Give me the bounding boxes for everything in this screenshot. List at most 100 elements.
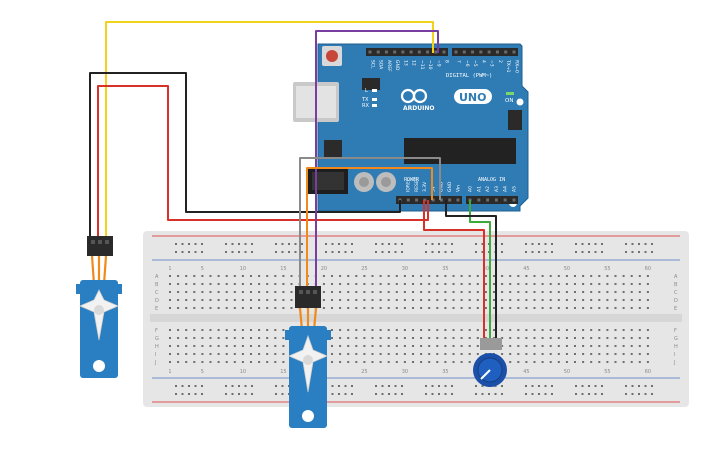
breadboard-hole <box>169 329 171 331</box>
breadboard-hole <box>339 283 342 285</box>
breadboard-hole <box>646 361 649 363</box>
breadboard-hole <box>250 337 252 339</box>
breadboard-hole <box>331 307 333 309</box>
connector-pin <box>91 240 95 244</box>
atmega-chip <box>404 138 516 164</box>
breadboard-hole <box>582 275 585 277</box>
header-pin <box>494 198 498 202</box>
breadboard-hole <box>509 275 512 277</box>
breadboard-hole <box>185 329 188 331</box>
breadboard-hole <box>331 361 333 363</box>
breadboard-hole <box>452 361 455 363</box>
rail-hole <box>651 251 653 253</box>
header-pin <box>442 50 446 54</box>
breadboard-hole <box>339 329 342 331</box>
rail-hole <box>501 251 503 253</box>
breadboard-hole <box>476 291 479 293</box>
breadboard-hole <box>533 291 536 293</box>
connector-pin <box>306 290 310 294</box>
breadboard-hole <box>590 329 593 331</box>
breadboard-row-letter: G <box>155 336 159 342</box>
breadboard-hole <box>476 275 479 277</box>
rail-hole <box>301 243 303 245</box>
breadboard-hole <box>274 299 277 301</box>
breadboard-hole <box>225 345 228 347</box>
breadboard-hole <box>501 307 504 309</box>
rail-hole <box>531 385 534 387</box>
rail-hole <box>451 385 453 387</box>
breadboard-hole <box>517 353 520 355</box>
breadboard-hole <box>395 283 398 285</box>
breadboard-hole <box>606 329 609 331</box>
breadboard-hole <box>274 291 277 293</box>
breadboard-hole <box>444 275 447 277</box>
breadboard-hole <box>517 337 520 339</box>
breadboard-hole <box>403 329 406 331</box>
rail-hole <box>275 243 277 245</box>
breadboard-hole <box>250 307 252 309</box>
digital-pin-label: 13 <box>402 60 408 66</box>
breadboard-hole <box>355 275 358 277</box>
rail-hole <box>481 251 484 253</box>
power-pin-label: GND <box>439 181 445 192</box>
rail-hole <box>344 251 347 253</box>
power-jack-inner <box>312 172 344 190</box>
breadboard-hole <box>241 299 244 301</box>
breadboard-hole <box>233 299 236 301</box>
breadboard-hole <box>638 345 641 347</box>
rail-hole <box>394 251 397 253</box>
rail-hole <box>181 385 184 387</box>
breadboard-hole <box>525 337 528 339</box>
breadboard-hole <box>250 345 252 347</box>
servo-left-leads <box>90 255 108 285</box>
breadboard-hole <box>282 307 285 309</box>
breadboard-hole <box>557 345 560 347</box>
rail-hole <box>388 251 390 253</box>
breadboard-hole <box>574 353 576 355</box>
breadboard-hole <box>331 275 333 277</box>
rail-hole <box>181 393 184 395</box>
breadboard-hole <box>614 291 617 293</box>
breadboard-hole <box>517 345 520 347</box>
logo-infinity-right <box>412 88 428 104</box>
rail-hole <box>575 385 577 387</box>
rx-led <box>372 104 377 107</box>
breadboard-hole <box>444 283 447 285</box>
breadboard-hole <box>606 361 609 363</box>
breadboard-hole <box>241 291 244 293</box>
rail-hole <box>638 243 640 245</box>
breadboard-hole <box>501 283 504 285</box>
breadboard-hole <box>533 275 536 277</box>
breadboard-hole <box>412 275 414 277</box>
rail-hole <box>581 393 584 395</box>
breadboard-hole <box>436 337 439 339</box>
rail-hole <box>625 385 627 387</box>
breadboard-hole <box>250 353 252 355</box>
breadboard-hole <box>428 361 431 363</box>
breadboard-hole <box>209 291 212 293</box>
capacitor-top <box>381 177 391 187</box>
tx-led <box>372 98 377 101</box>
breadboard-hole <box>290 291 293 293</box>
header-pin <box>415 198 419 202</box>
breadboard-hole <box>339 353 342 355</box>
breadboard-hole <box>444 291 447 293</box>
breadboard-hole <box>638 353 641 355</box>
breadboard-hole <box>412 307 414 309</box>
breadboard-hole <box>225 307 228 309</box>
breadboard-hole <box>565 307 568 309</box>
rail-hole <box>351 393 353 395</box>
breadboard-hole <box>501 291 504 293</box>
reset-button[interactable] <box>326 50 338 62</box>
breadboard-hole <box>557 329 560 331</box>
breadboard-hole <box>250 361 252 363</box>
potentiometer[interactable] <box>473 338 507 387</box>
breadboard-hole <box>233 345 236 347</box>
servo-left-shaft <box>94 305 104 315</box>
breadboard-hole <box>525 307 528 309</box>
breadboard-hole <box>468 299 471 301</box>
breadboard-hole <box>606 275 609 277</box>
servo-left-screw-hole <box>93 360 105 372</box>
breadboard-hole <box>241 353 244 355</box>
